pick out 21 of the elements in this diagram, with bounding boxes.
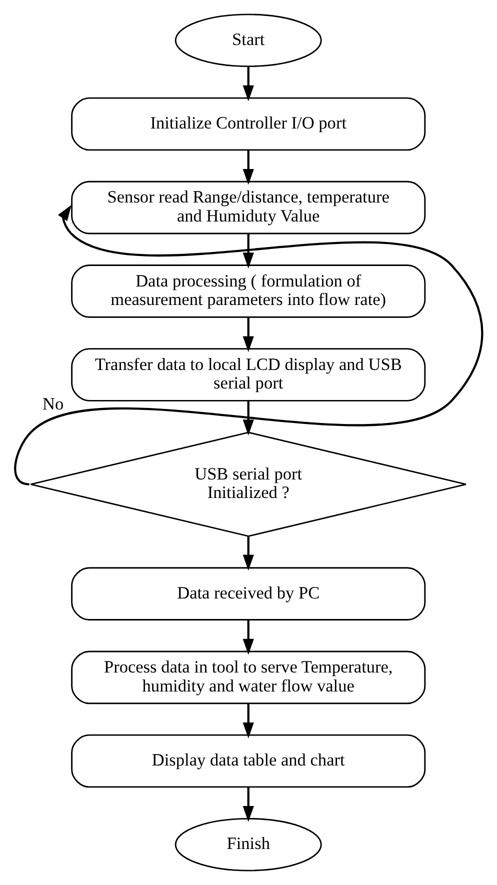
arrow [242,317,254,352]
arrow [14,204,483,486]
arrow [242,704,254,738]
node-ellipse: Start [174,14,322,68]
arrow [242,234,254,268]
edge-label: No [42,394,64,414]
arrow [242,400,254,436]
node-box: Process data in tool to serve Temperature, humidity and water flow value [71,650,426,704]
arrow [242,787,254,822]
node-box: Sensor read Range/distance, temperature and Humiduty Value [71,180,426,234]
arrow [242,620,254,655]
node-ellipse: Finish [174,818,322,872]
node-box: Transfer data to local LCD display and USB serial port [71,348,426,402]
arrow [242,536,254,571]
node-diamond: USB serial port Initialized ? [30,432,467,537]
node-box: Display data table and chart [71,734,426,788]
node-box: Data processing ( formulation of measurement parameters into flow rate) [71,264,426,318]
arrow [242,150,254,185]
arrow [242,66,254,102]
node-box: Data received by PC [71,567,426,620]
node-box: Initialize Controller I/O port [71,97,426,151]
